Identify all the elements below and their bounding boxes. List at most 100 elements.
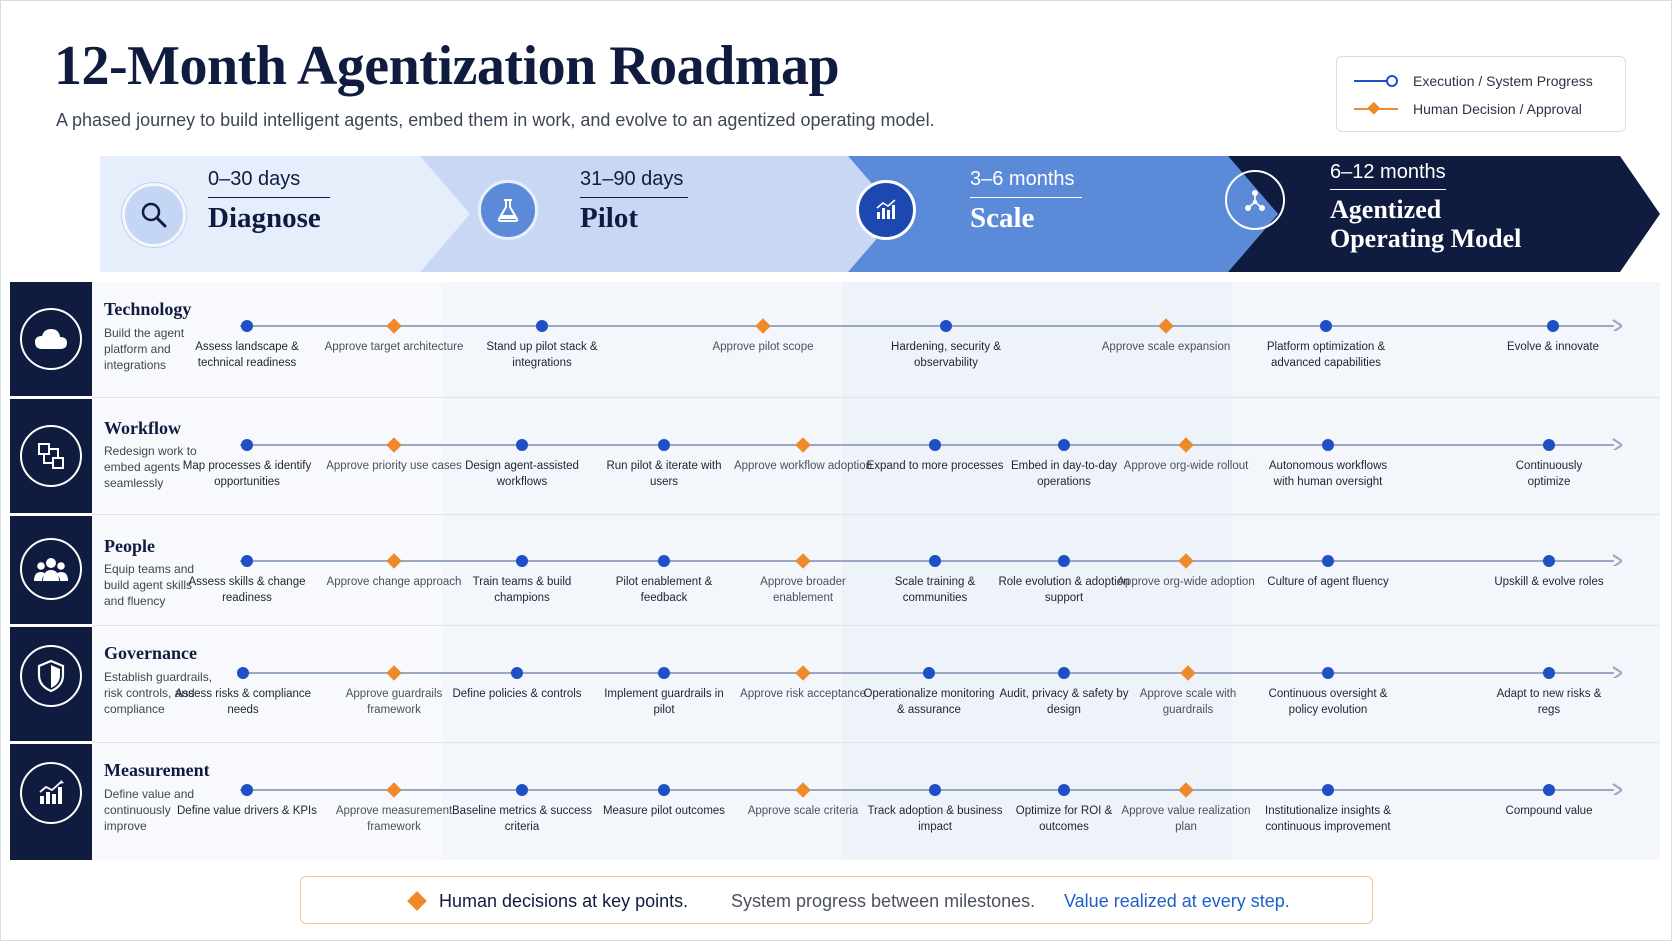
execution-milestone-marker xyxy=(929,784,941,796)
milestone-label: Approve priority use cases xyxy=(326,460,462,472)
milestone-label: Hardening, security & observability xyxy=(891,341,1001,369)
timeline-arrow-icon xyxy=(1612,438,1622,450)
lane-title: Technology xyxy=(104,299,192,319)
timeline-arrow-icon xyxy=(1612,319,1622,331)
lane-icon-panel xyxy=(10,516,92,624)
milestone-label: Approve org-wide adoption xyxy=(1117,576,1255,588)
legend-execution: Execution / System Progress xyxy=(1353,71,1593,91)
execution-milestone-marker xyxy=(658,667,670,679)
legend-decision: Human Decision / Approval xyxy=(1353,99,1582,119)
phase-divider xyxy=(970,197,1082,198)
lane-description: Build the agent platform and integration… xyxy=(104,326,185,372)
milestone-label: Approve pilot scope xyxy=(712,341,814,353)
milestone-label: Assess landscape & technical readiness xyxy=(195,341,299,369)
cloud-icon xyxy=(20,308,82,370)
execution-milestone-marker xyxy=(1543,555,1555,567)
legend: Execution / System Progress Human Decisi… xyxy=(1336,56,1626,132)
milestone-label: Evolve & innovate xyxy=(1506,341,1600,353)
shield-icon xyxy=(20,645,82,707)
milestone-label: Run pilot & iterate with users xyxy=(606,460,722,488)
milestone-label: Approve guardrails framework xyxy=(345,688,443,716)
row-divider xyxy=(92,514,1660,515)
execution-milestone-marker xyxy=(1543,439,1555,451)
phase-divider xyxy=(208,197,330,198)
execution-milestone-marker xyxy=(658,439,670,451)
lane-description: Define value and continuously improve xyxy=(104,787,195,833)
magnifier-icon xyxy=(122,183,186,247)
phase-days: 31–90 days xyxy=(580,168,684,190)
phase-column-band xyxy=(1232,282,1660,860)
phase-header: 0–30 days Diagnose 31–90 days Pilot 3–6 … xyxy=(100,156,1660,272)
milestone-label: Approve scale with guardrails xyxy=(1139,688,1237,716)
milestone-label: Approve scale expansion xyxy=(1101,341,1231,353)
decision-diamond-icon xyxy=(1354,102,1398,115)
footer-value-text: Value realized at every step. xyxy=(1064,891,1290,911)
execution-milestone-marker xyxy=(516,555,528,567)
row-divider xyxy=(92,625,1660,626)
execution-milestone-marker xyxy=(516,439,528,451)
timeline-track xyxy=(240,444,1614,446)
lane-description: Equip teams and build agent skills and f… xyxy=(104,562,195,608)
milestone-label: Approve broader enablement xyxy=(760,576,846,604)
execution-milestone-marker xyxy=(929,439,941,451)
execution-milestone-marker xyxy=(241,320,253,332)
milestone-label: Measure pilot outcomes xyxy=(602,805,726,817)
milestone-label: Track adoption & business impact xyxy=(867,805,1003,833)
phase-column-band xyxy=(442,282,842,860)
milestone-label: Stand up pilot stack & integrations xyxy=(486,341,598,369)
milestone-label: Approve value realization plan xyxy=(1121,805,1251,833)
milestone-label: Expand to more processes xyxy=(866,460,1004,472)
execution-milestone-marker xyxy=(1058,555,1070,567)
footer-decision-text: Human decisions at key points. xyxy=(439,891,689,911)
execution-milestone-marker xyxy=(536,320,548,332)
milestone-label: Adapt to new risks & regs xyxy=(1496,688,1602,716)
execution-milestone-marker xyxy=(1322,555,1334,567)
milestone-label: Compound value xyxy=(1505,805,1593,817)
milestone-label: Institutionalize insights & continuous i… xyxy=(1265,805,1391,833)
execution-milestone-marker xyxy=(658,784,670,796)
lane-title: Governance xyxy=(104,643,197,663)
milestone-label: Assess risks & compliance needs xyxy=(174,688,312,716)
execution-milestone-marker xyxy=(940,320,952,332)
milestone-label: Approve target architecture xyxy=(324,341,464,353)
execution-milestone-marker xyxy=(241,784,253,796)
milestone-label: Implement guardrails in pilot xyxy=(604,688,724,716)
execution-milestone-marker xyxy=(241,439,253,451)
execution-milestone-marker xyxy=(511,667,523,679)
timeline-arrow-icon xyxy=(1612,783,1622,795)
legend-decision-label: Human Decision / Approval xyxy=(1413,101,1582,117)
milestone-label: Optimize for ROI & outcomes xyxy=(1015,805,1113,833)
lane-title: Workflow xyxy=(104,418,182,438)
row-divider xyxy=(92,742,1660,743)
milestone-label: Autonomous workflows with human oversigh… xyxy=(1268,460,1388,488)
network-nodes-icon xyxy=(1225,170,1285,230)
lane-description: Redesign work to embed agents seamlessly xyxy=(104,444,197,490)
phase-name: Agentized Operating Model xyxy=(1330,195,1521,253)
execution-milestone-marker xyxy=(1058,784,1070,796)
phase-name-line: Agentized xyxy=(1330,195,1442,224)
milestone-label: Train teams & build champions xyxy=(472,576,572,604)
execution-milestone-marker xyxy=(241,555,253,567)
execution-milestone-marker xyxy=(923,667,935,679)
timeline-arrow-icon xyxy=(1612,554,1622,566)
milestone-label: Upskill & evolve roles xyxy=(1494,576,1604,588)
milestone-label: Approve change approach xyxy=(326,576,462,588)
row-divider xyxy=(92,397,1660,398)
execution-milestone-marker xyxy=(1322,439,1334,451)
execution-milestone-marker xyxy=(1547,320,1559,332)
lane-description: Establish guardrails, risk controls, and… xyxy=(104,670,213,716)
milestone-label: Platform optimization & advanced capabil… xyxy=(1266,341,1386,369)
execution-milestone-marker xyxy=(658,555,670,567)
milestone-label: Continuously optimize xyxy=(1515,460,1583,488)
footer-callout: Human decisions at key points. System pr… xyxy=(300,876,1373,924)
workflow-icon xyxy=(20,425,82,487)
milestone-label: Baseline metrics & success criteria xyxy=(452,805,592,833)
phase-column-band xyxy=(842,282,1232,860)
phase-days: 3–6 months xyxy=(970,168,1075,190)
phase-name-line: Operating Model xyxy=(1330,224,1522,253)
execution-milestone-marker xyxy=(1058,667,1070,679)
execution-milestone-marker xyxy=(929,555,941,567)
phase-days: 6–12 months xyxy=(1330,161,1446,183)
milestone-label: Approve risk acceptance xyxy=(740,688,866,700)
phase-days: 0–30 days xyxy=(208,168,301,190)
